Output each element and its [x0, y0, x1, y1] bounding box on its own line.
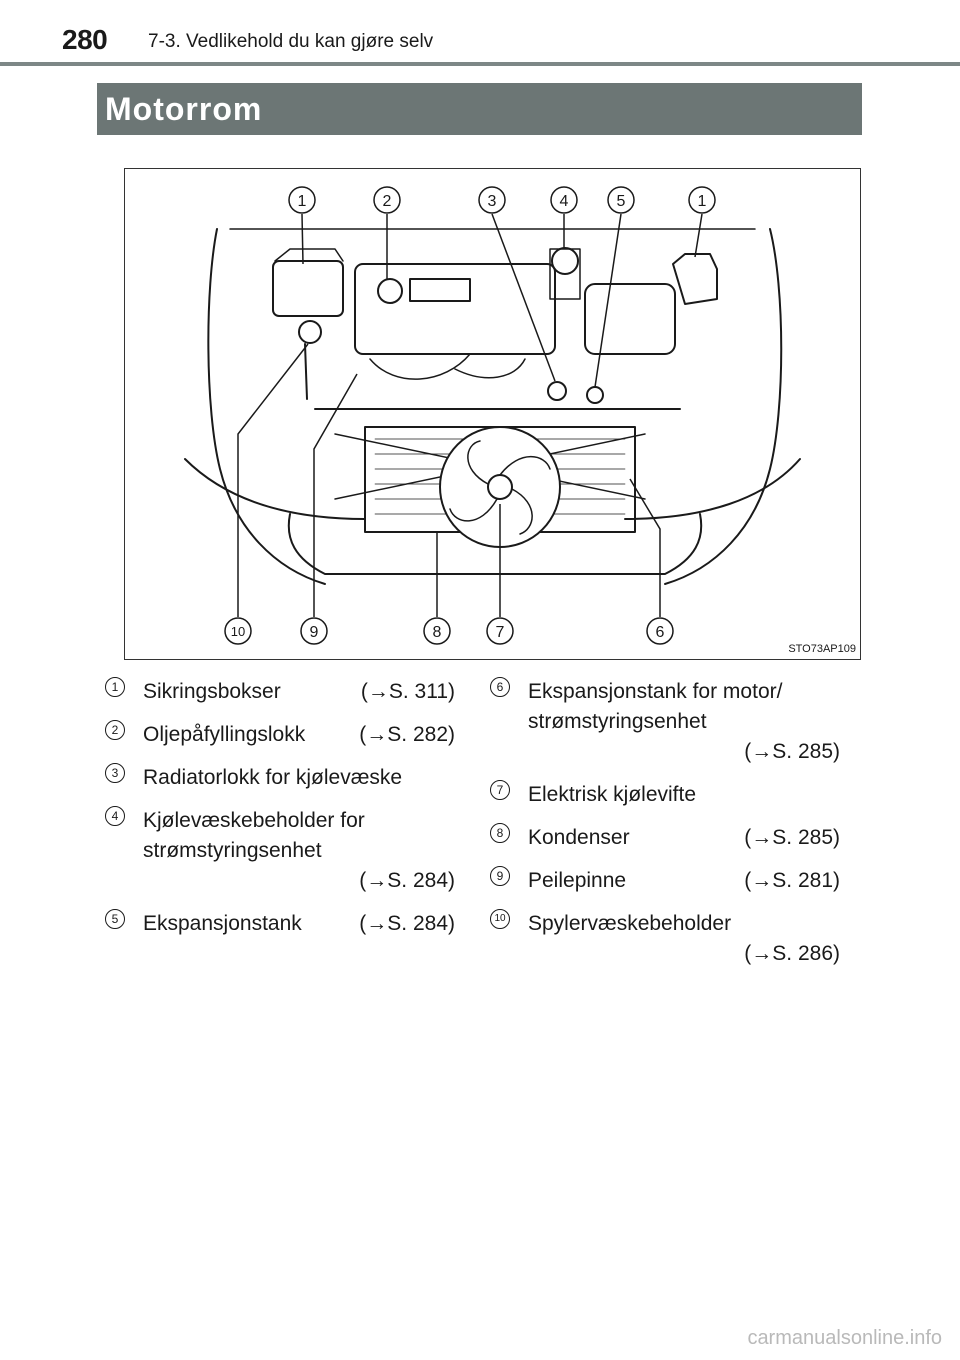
- watermark: carmanualsonline.info: [747, 1327, 942, 1349]
- callout-bottom-8: 8: [433, 624, 442, 641]
- page-title: Motorrom: [105, 91, 263, 127]
- legend-text: Spylervæskebeholder: [528, 911, 732, 935]
- legend-ref: (→S. 284): [359, 911, 455, 935]
- legend-item: 9 Peilepinne (→S. 281): [490, 865, 840, 895]
- callout-bottom-9: 9: [310, 624, 319, 641]
- legend-number: 4: [105, 806, 125, 826]
- legend-text: Peilepinne: [528, 868, 627, 892]
- header-rule: [0, 62, 960, 66]
- legend-ref: (→S. 284): [359, 868, 455, 892]
- callout-top-2: 2: [383, 193, 392, 210]
- legend-item: 7 Elektrisk kjølevifte: [490, 779, 840, 809]
- legend-ref: (→S. 281): [744, 868, 840, 892]
- legend-text: Elektrisk kjølevifte: [528, 782, 697, 806]
- callout-top-5: 5: [617, 193, 626, 210]
- legend-ref: (→S. 286): [744, 941, 840, 965]
- engine-bay-illustration: 1 2 3 4 5 1 10 9 8 7 6: [184, 186, 801, 645]
- legend-number: 8: [490, 823, 510, 843]
- legend-right: 6 Ekspansjonstank for motor/ strømstyrin…: [490, 676, 840, 981]
- title-bar: Motorrom: [97, 83, 862, 135]
- legend-number: 1: [105, 677, 125, 697]
- section-label: 7-3. Vedlikehold du kan gjøre selv: [148, 31, 434, 52]
- legend-text: Ekspansjonstank for motor/: [528, 679, 783, 703]
- legend-text: Kjølevæskebeholder for: [143, 808, 365, 832]
- legend-left: 1 Sikringsbokser (→S. 311) 2 Oljepåfylli…: [105, 676, 455, 951]
- legend-number: 5: [105, 909, 125, 929]
- legend-ref: (→S. 285): [744, 825, 840, 849]
- engine-bay-figure: 1 2 3 4 5 1 10 9 8 7 6 STO73AP109: [124, 168, 861, 660]
- legend-ref: (→S. 282): [359, 722, 455, 746]
- legend-text: Sikringsbokser: [143, 679, 281, 703]
- callout-bottom-6: 6: [656, 624, 665, 641]
- legend-number: 3: [105, 763, 125, 783]
- legend-text: Radiatorlokk for kjølevæske: [143, 765, 403, 789]
- legend-item: 1 Sikringsbokser (→S. 311): [105, 676, 455, 706]
- callout-top-1b: 1: [698, 193, 707, 210]
- legend-text-line2: strømstyringsenhet: [528, 709, 707, 733]
- legend-number: 2: [105, 720, 125, 740]
- legend-number: 6: [490, 677, 510, 697]
- legend-item: 2 Oljepåfyllingslokk (→S. 282): [105, 719, 455, 749]
- legend-text: Oljepåfyllingslokk: [143, 722, 306, 746]
- legend-text: Kondenser: [528, 825, 630, 849]
- callout-top-4: 4: [560, 193, 569, 210]
- legend-ref: (→S. 285): [744, 739, 840, 763]
- legend-number: 10: [490, 909, 510, 929]
- page-number: 280: [62, 24, 108, 55]
- figure-code: STO73AP109: [788, 643, 856, 655]
- callout-top-3: 3: [488, 193, 497, 210]
- legend-item: 3 Radiatorlokk for kjølevæske: [105, 762, 455, 792]
- legend-text: Ekspansjonstank: [143, 911, 302, 935]
- legend-number: 9: [490, 866, 510, 886]
- callout-bottom-10: 10: [231, 624, 245, 639]
- legend-text-line2: strømstyringsenhet: [143, 838, 322, 862]
- callout-top-1: 1: [298, 193, 307, 210]
- legend-item: 4 Kjølevæskebeholder for strømstyringsen…: [105, 805, 455, 895]
- legend-item: 5 Ekspansjonstank (→S. 284): [105, 908, 455, 938]
- legend-ref: (→S. 311): [360, 679, 455, 703]
- legend-number: 7: [490, 780, 510, 800]
- legend-item: 10 Spylervæskebeholder (→S. 286): [490, 908, 840, 968]
- legend-item: 6 Ekspansjonstank for motor/ strømstyrin…: [490, 676, 840, 766]
- legend-item: 8 Kondenser (→S. 285): [490, 822, 840, 852]
- callout-bottom-7: 7: [496, 624, 505, 641]
